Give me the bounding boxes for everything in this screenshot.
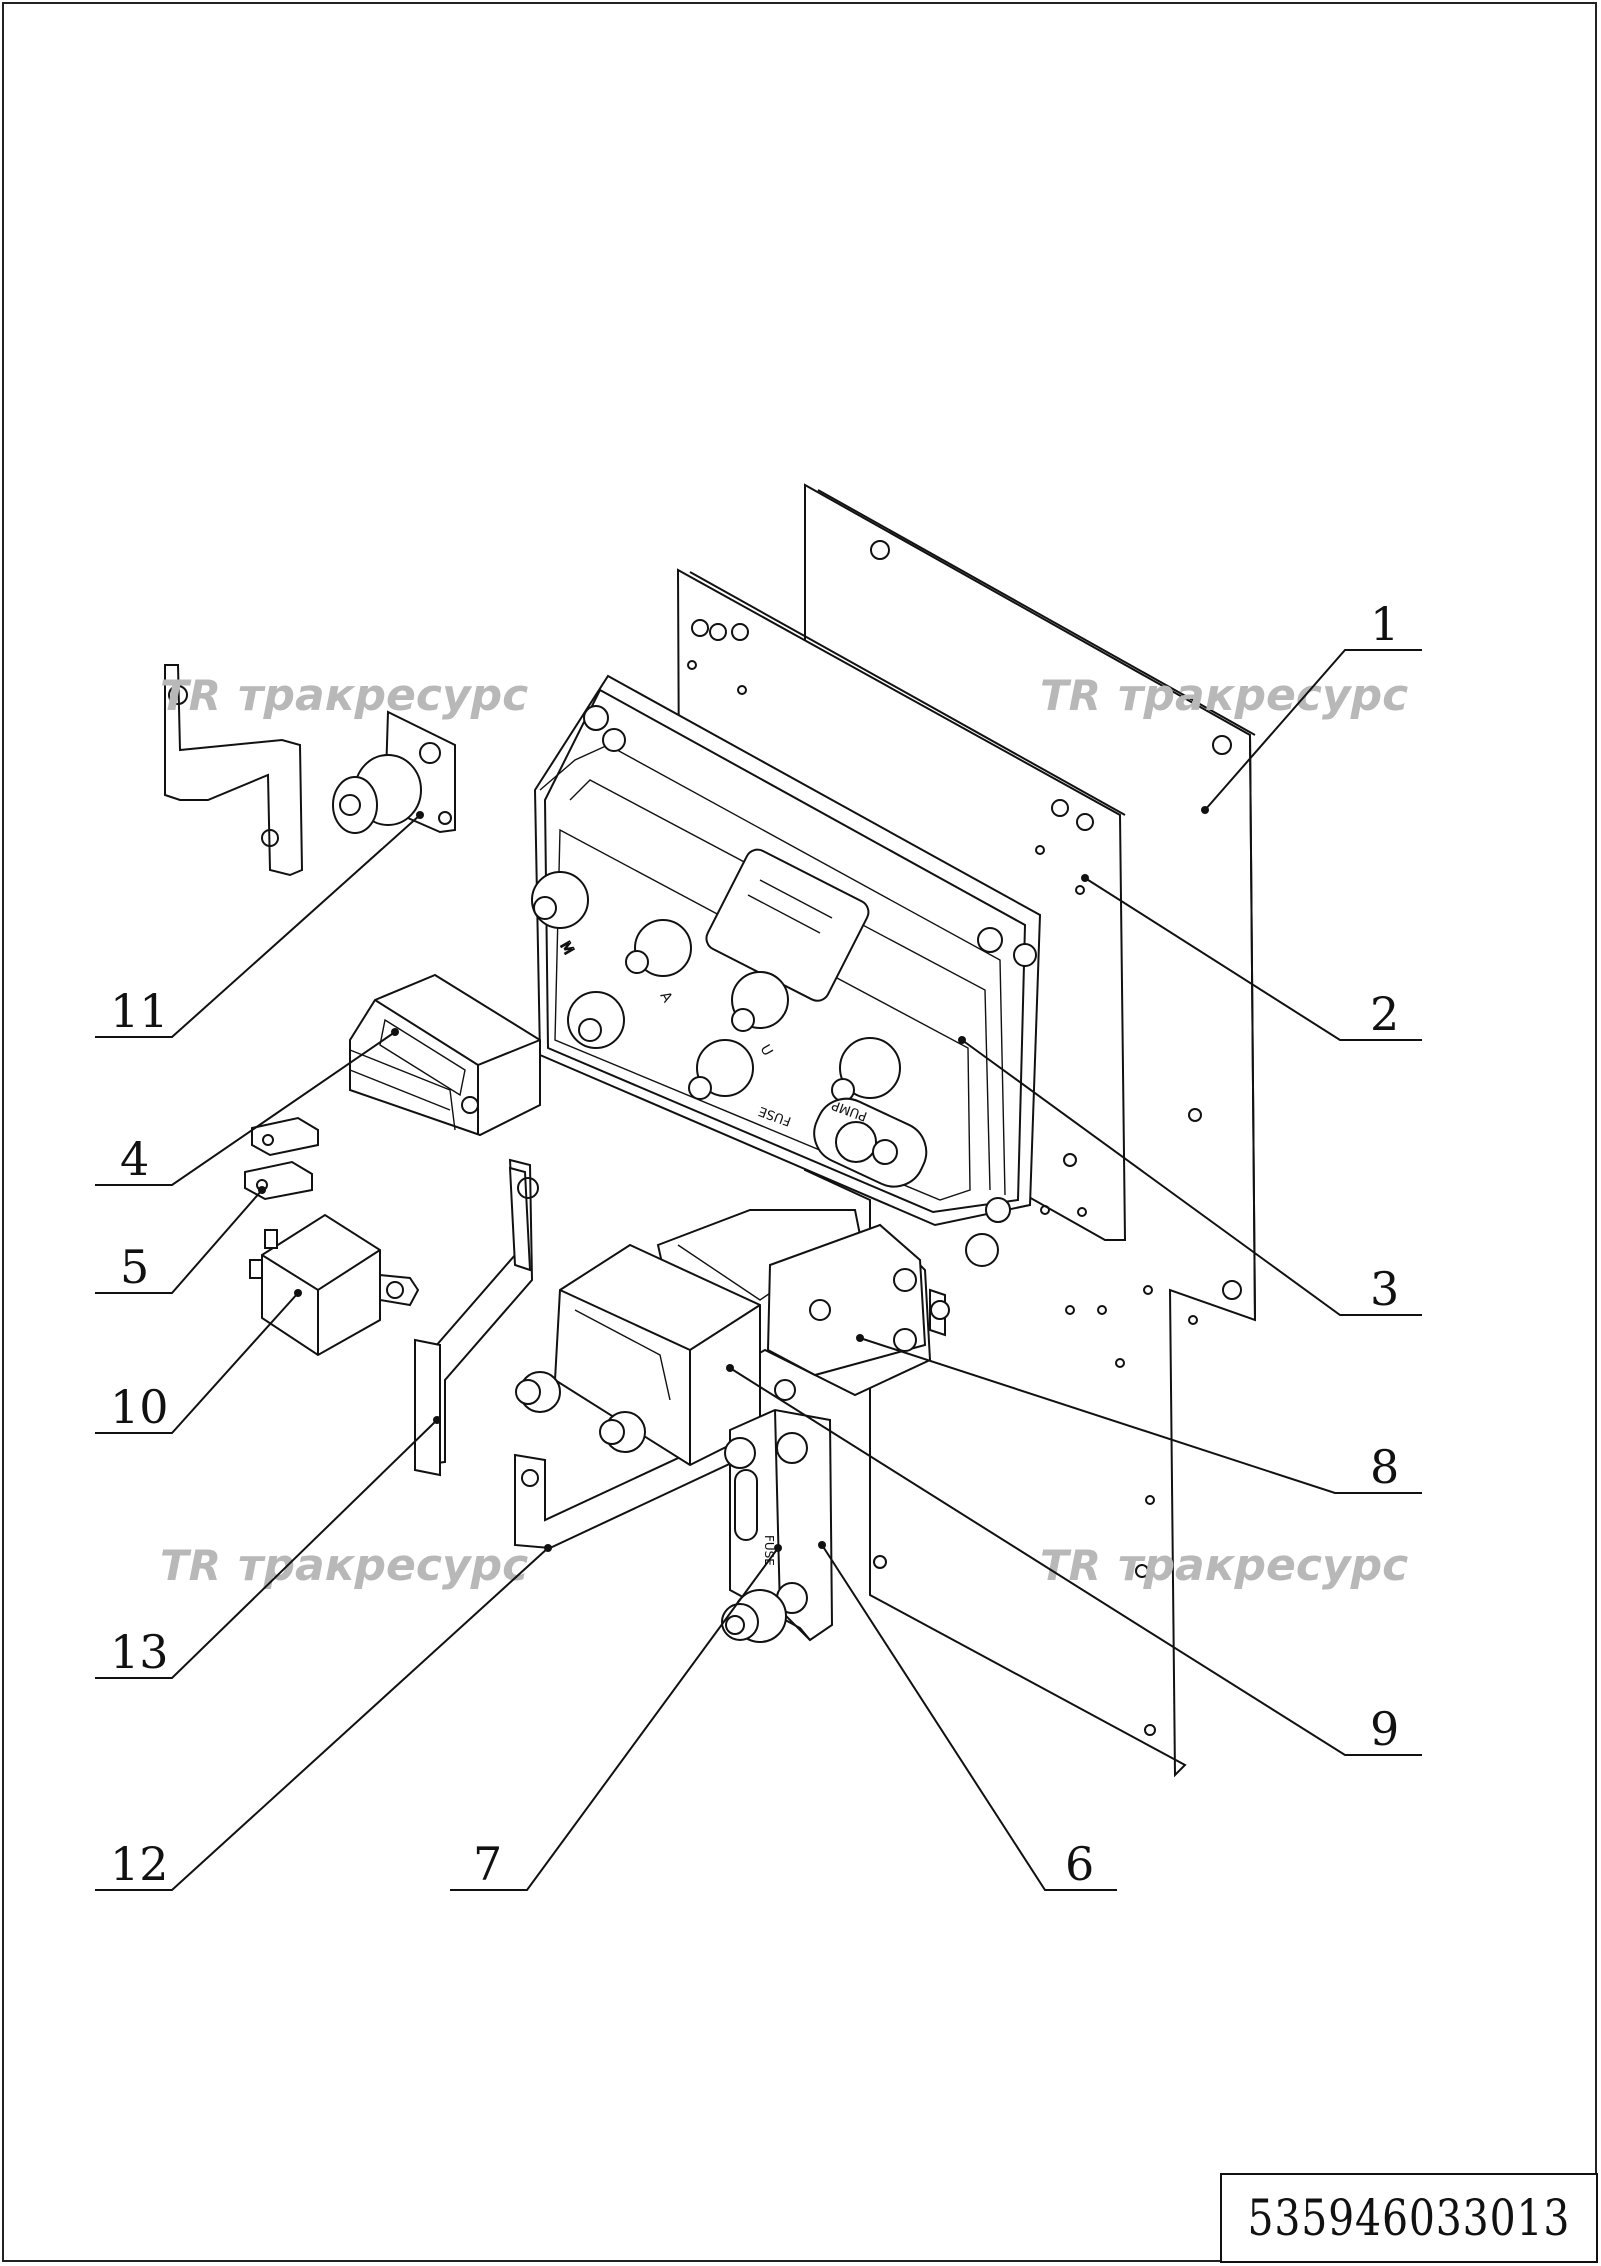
callout-4: 4 xyxy=(95,1028,399,1186)
callout-6: 6 xyxy=(818,1541,1117,1891)
contactor-assembly: FUSE xyxy=(413,1158,950,1643)
part-number-box: 535946033013 xyxy=(1220,2173,1598,2263)
callout-11: 11 xyxy=(95,811,424,1038)
svg-text:9: 9 xyxy=(1370,1702,1399,1756)
watermark-2: TR тракресурс xyxy=(1040,670,1408,721)
callout-12: 12 xyxy=(95,1544,552,1891)
svg-text:12: 12 xyxy=(110,1837,169,1891)
svg-text:1: 1 xyxy=(1370,597,1399,651)
callout-9: 9 xyxy=(726,1364,1422,1756)
svg-text:тракресурс: тракресурс xyxy=(1118,1540,1408,1591)
svg-text:TR: TR xyxy=(160,671,221,720)
callouts: 1 2 3 8 9 xyxy=(95,597,1422,1891)
svg-text:тракресурс: тракресурс xyxy=(238,1540,528,1591)
motor-controller: M A U PUMP FUSE xyxy=(531,674,1042,1267)
callout-7: 7 xyxy=(450,1544,782,1891)
relay-large xyxy=(349,973,541,1137)
svg-text:11: 11 xyxy=(110,984,169,1038)
part-number: 535946033013 xyxy=(1247,2189,1571,2247)
svg-text:13: 13 xyxy=(110,1625,169,1679)
svg-text:тракресурс: тракресурс xyxy=(1118,670,1408,721)
callout-1: 1 xyxy=(1201,597,1422,814)
callout-13: 13 xyxy=(95,1416,441,1679)
callout-8: 8 xyxy=(856,1334,1422,1494)
callout-3: 3 xyxy=(958,1036,1422,1316)
svg-text:тракресурс: тракресурс xyxy=(238,670,528,721)
callout-2: 2 xyxy=(1081,874,1422,1041)
watermarks: TR тракресурс TR тракресурс TR тракресур… xyxy=(160,670,1408,1591)
svg-text:2: 2 xyxy=(1370,987,1399,1041)
watermark-3: TR тракресурс xyxy=(160,1540,528,1591)
svg-text:TR: TR xyxy=(160,1541,221,1590)
svg-text:7: 7 xyxy=(473,1837,502,1891)
svg-text:3: 3 xyxy=(1370,1262,1399,1316)
watermark-4: TR тракресурс xyxy=(1040,1540,1408,1591)
svg-text:4: 4 xyxy=(120,1132,149,1186)
terminal-posts xyxy=(531,871,901,1102)
z-bracket-terminal xyxy=(164,664,456,877)
svg-text:TR: TR xyxy=(1040,671,1101,720)
watermark-1: TR тракресурс xyxy=(160,670,528,721)
svg-text:6: 6 xyxy=(1065,1837,1094,1891)
svg-text:8: 8 xyxy=(1370,1440,1399,1494)
blade-fuses xyxy=(244,1116,319,1201)
callout-10: 10 xyxy=(95,1289,302,1434)
callout-5: 5 xyxy=(95,1186,266,1294)
svg-text:FUSE: FUSE xyxy=(762,1535,776,1566)
svg-text:10: 10 xyxy=(110,1380,169,1434)
relay-small xyxy=(249,1213,420,1357)
svg-text:5: 5 xyxy=(120,1240,149,1294)
